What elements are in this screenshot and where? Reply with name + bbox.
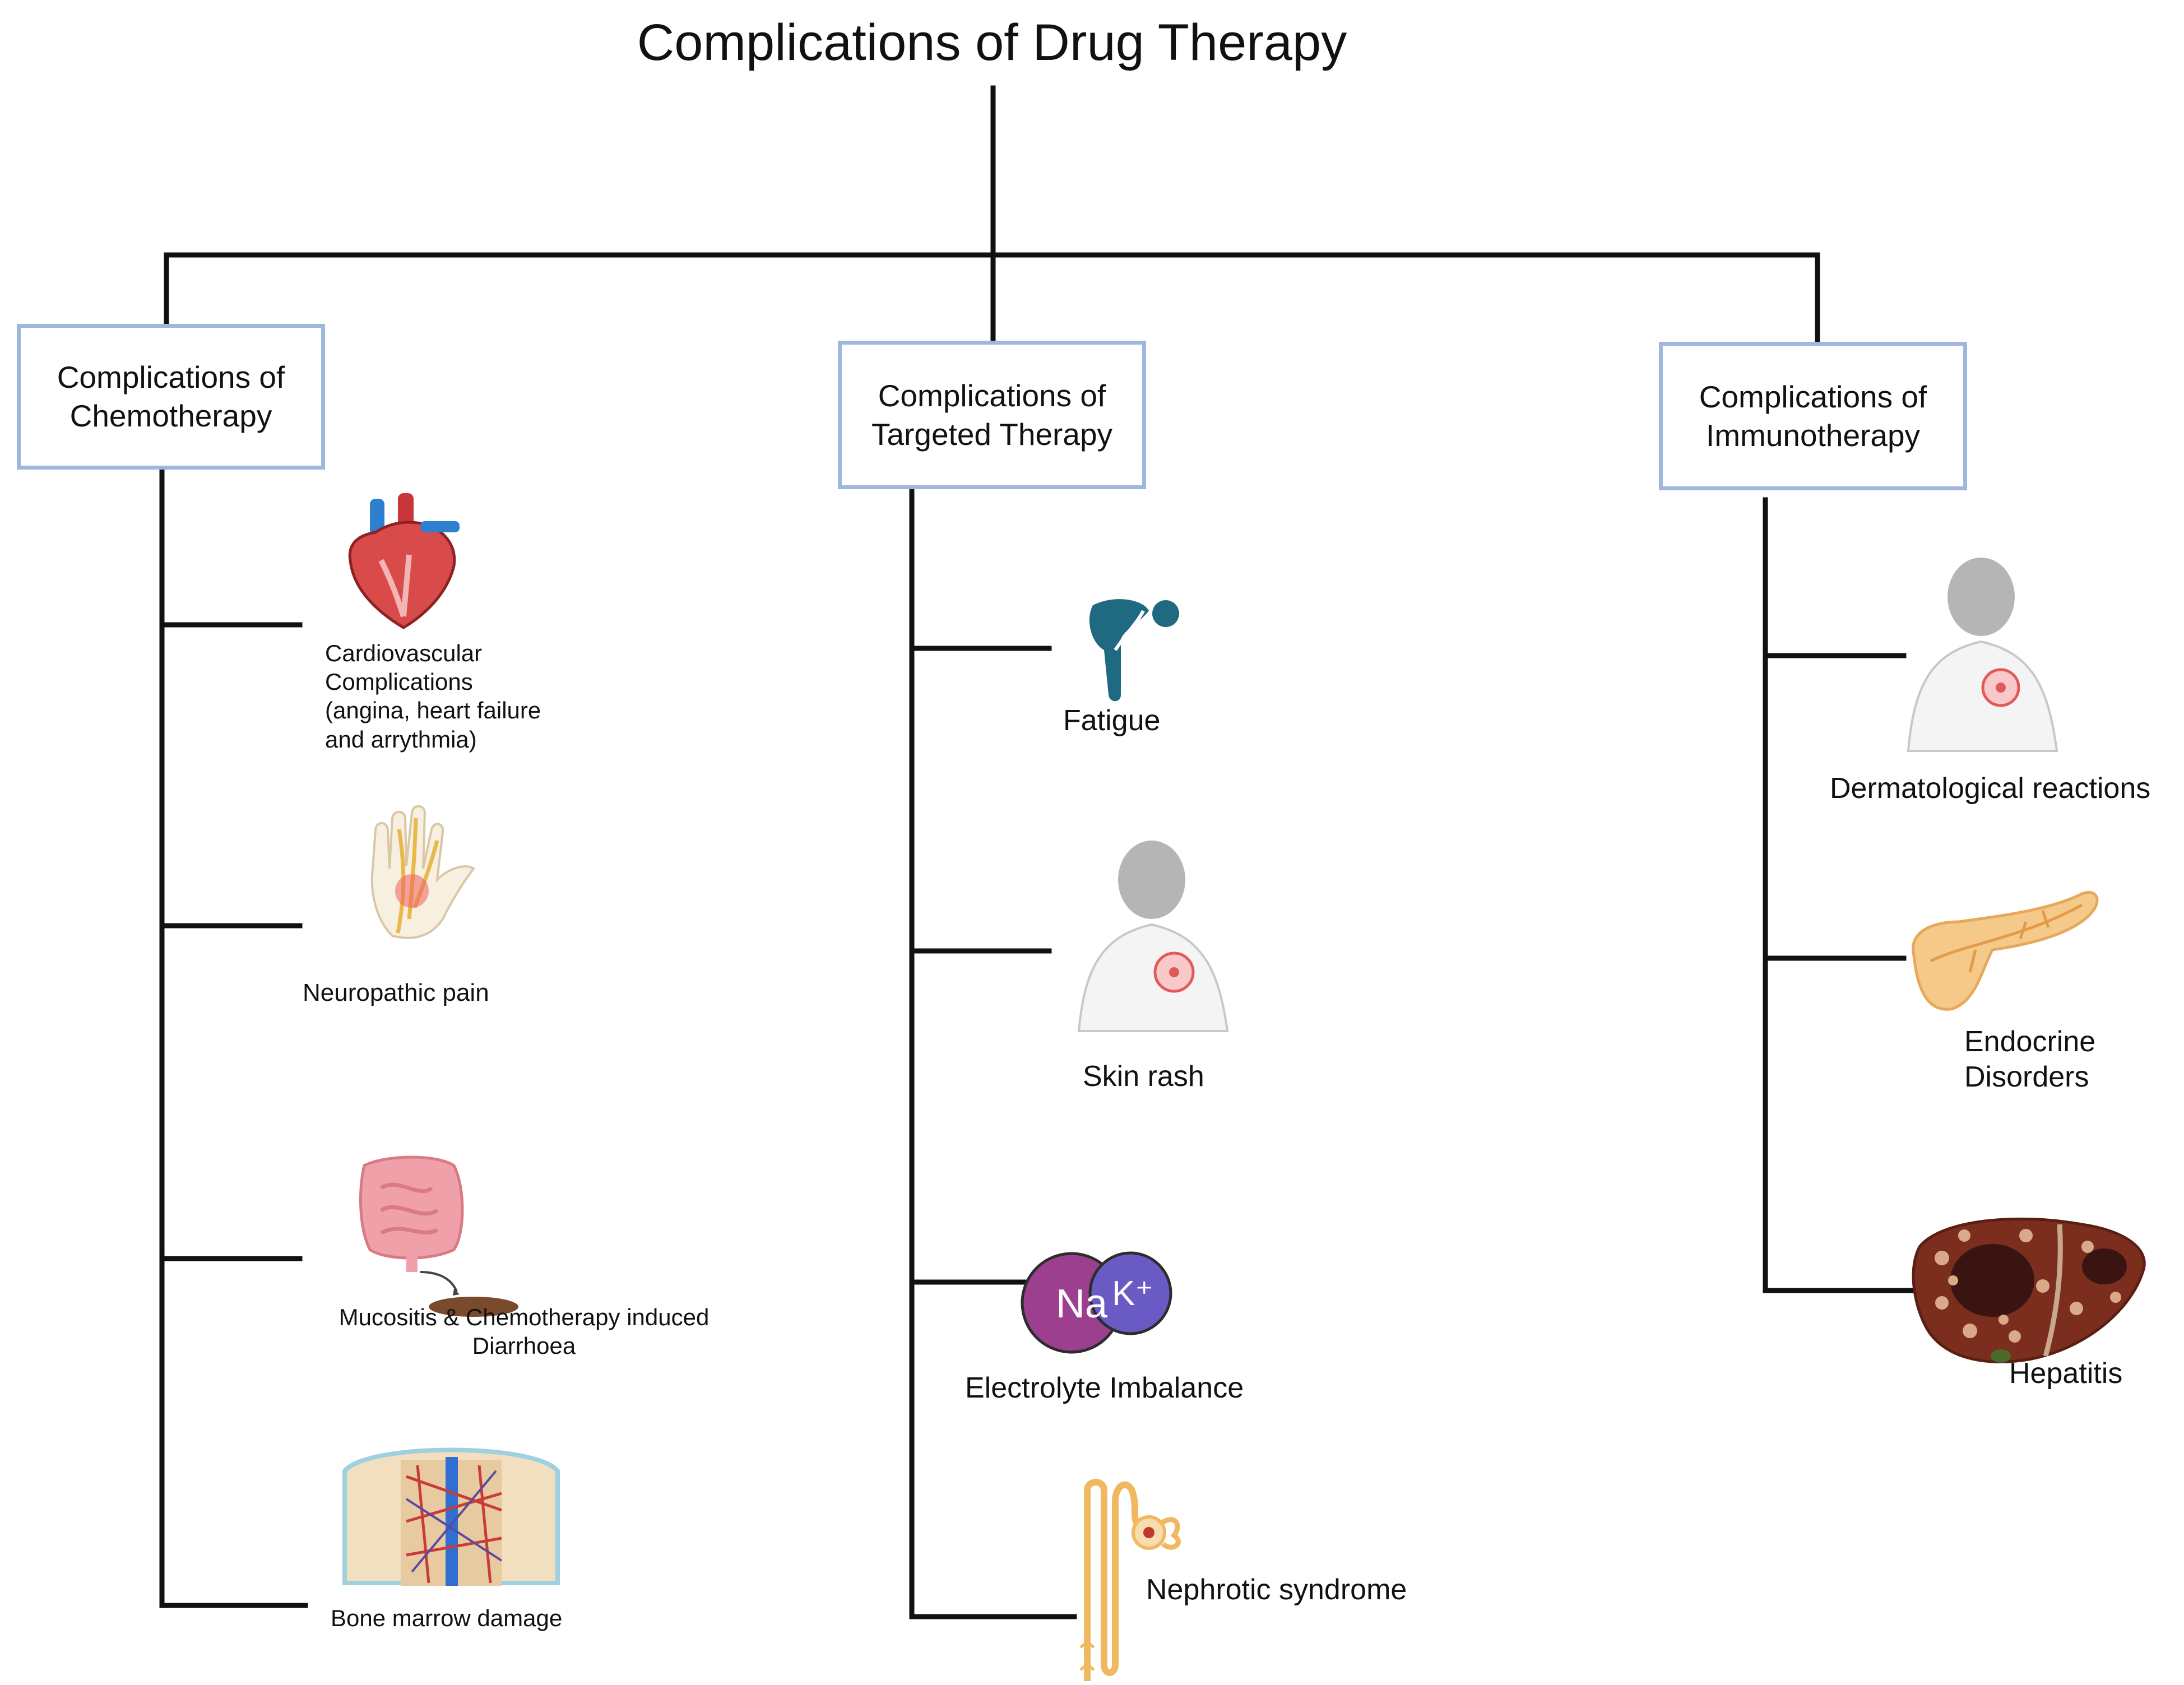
fatigue-label: Fatigue (1063, 704, 1161, 737)
skin-rash-label: Skin rash (1083, 1060, 1204, 1093)
cardiovascular-label: Cardiovascular Complications (angina, he… (325, 640, 541, 753)
immunotherapy-heading: Complications of Immunotherapy (1699, 379, 1927, 453)
skin-rash-back-icon (1077, 841, 1229, 1032)
bone-marrow-icon (342, 1447, 560, 1586)
nephron-icon (1079, 1479, 1181, 1681)
targeted-therapy-heading: Complications of Targeted Therapy (871, 378, 1113, 452)
neuropathic-pain-label: Neuropathic pain (303, 979, 489, 1006)
immunotherapy-heading-box: Complications of Immunotherapy (1659, 342, 1967, 490)
liver-icon (1912, 1217, 2146, 1363)
mucositis-label: Mucositis & Chemotherapy induced Diarrho… (339, 1304, 710, 1359)
skin-reaction-back-icon (1907, 558, 2058, 752)
endocrine-disorders-label: Endocrine Disorders (1964, 1025, 2096, 1094)
potassium-badge: K⁺ (1112, 1274, 1153, 1313)
electrolyte-icon: Na K⁺ (1021, 1251, 1172, 1354)
targeted-therapy-heading-box: Complications of Targeted Therapy (838, 341, 1146, 489)
pancreas-icon (1912, 890, 2099, 1011)
hepatitis-label: Hepatitis (2009, 1357, 2123, 1390)
fatigued-person-icon (1089, 599, 1179, 702)
nephrotic-syndrome-label: Nephrotic syndrome (1146, 1573, 1407, 1606)
electrolyte-imbalance-label: Electrolyte Imbalance (965, 1372, 1244, 1404)
chemotherapy-heading-box: Complications of Chemotherapy (17, 324, 325, 470)
sodium-badge: Na (1056, 1282, 1108, 1326)
bone-marrow-label: Bone marrow damage (331, 1605, 563, 1631)
diagram-title: Complications of Drug Therapy (637, 14, 1347, 71)
hand-nerves-icon (370, 805, 475, 939)
dermatological-reactions-label: Dermatological reactions (1830, 772, 2151, 805)
chemotherapy-heading: Complications of Chemotherapy (57, 360, 285, 433)
intestine-icon (359, 1155, 518, 1317)
heart-icon (348, 493, 460, 629)
